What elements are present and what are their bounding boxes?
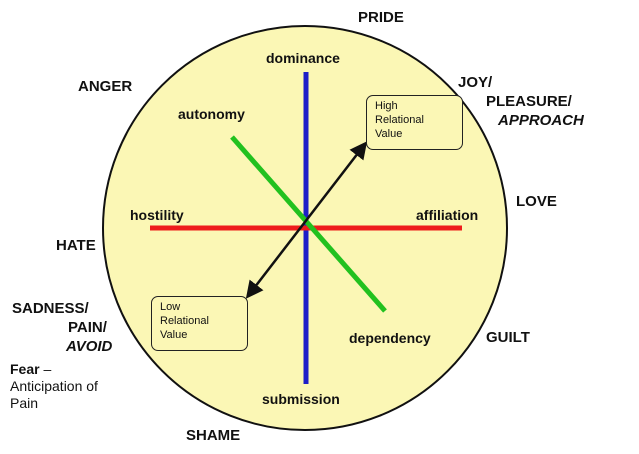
sadness-line-3: AVOID: [66, 338, 113, 355]
shame-label: SHAME: [186, 427, 241, 444]
low-box-line-1: Low: [160, 301, 181, 313]
low-box-line-3: Value: [160, 329, 188, 341]
fear-label: Fear – Anticipation of Pain: [10, 361, 98, 412]
hostility-label: hostility: [130, 207, 184, 223]
pride-label: PRIDE: [358, 9, 404, 26]
fear-line-2: Pain: [10, 395, 39, 411]
fear-dash: –: [39, 361, 52, 377]
high-box-line-1: High: [375, 100, 398, 112]
sadness-label: SADNESS/ PAIN/ AVOID: [12, 299, 112, 356]
hate-label: HATE: [56, 237, 96, 254]
fear-word: Fear: [10, 361, 40, 377]
autonomy-label: autonomy: [178, 106, 245, 122]
joy-line-2: PLEASURE/: [486, 93, 572, 110]
relational-value-arrow: [245, 141, 368, 299]
love-label: LOVE: [516, 193, 557, 210]
fear-line-1: Anticipation of: [10, 378, 98, 394]
high-box-line-3: Value: [375, 128, 403, 140]
joy-label: JOY/ PLEASURE/ APPROACH: [458, 73, 584, 130]
joy-line-1: JOY/: [458, 74, 493, 91]
high-box-line-2: Relational: [375, 114, 424, 126]
high-relational-value-box: High Relational Value: [366, 95, 463, 150]
affiliation-label: affiliation: [416, 207, 479, 223]
sadness-line-2: PAIN/: [68, 319, 107, 336]
dominance-label: dominance: [266, 50, 340, 66]
sadness-line-1: SADNESS/: [12, 300, 89, 317]
anger-label: ANGER: [78, 78, 133, 95]
joy-line-3: APPROACH: [498, 112, 584, 129]
guilt-label: GUILT: [486, 329, 530, 346]
low-relational-value-box: Low Relational Value: [151, 296, 248, 351]
low-box-line-2: Relational: [160, 315, 209, 327]
submission-label: submission: [262, 391, 340, 407]
dependency-label: dependency: [349, 330, 431, 346]
